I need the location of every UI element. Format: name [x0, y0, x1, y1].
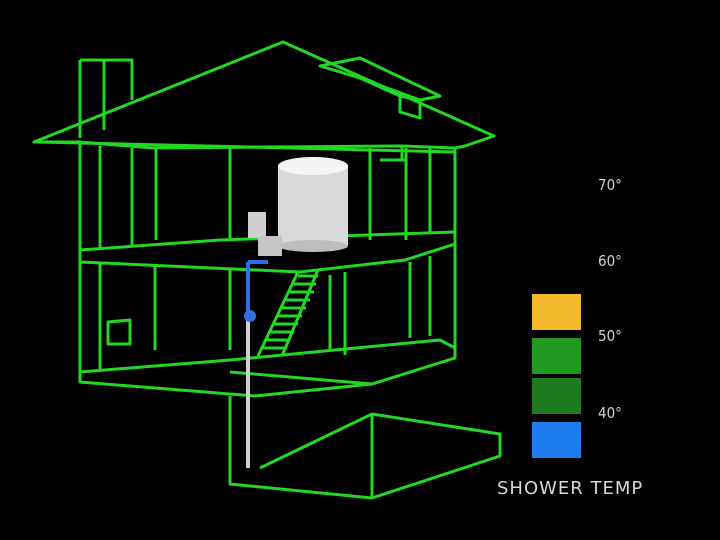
basement	[230, 396, 500, 498]
scale-tick-40: 40°	[598, 404, 622, 422]
temp-swatch-blue	[532, 422, 581, 458]
shower-temp-label: SHOWER TEMP	[497, 478, 643, 499]
chimney	[80, 60, 132, 138]
temp-swatch-darkgreen	[532, 378, 581, 414]
water-heater-tank	[248, 157, 348, 256]
scale-tick-50: 50°	[598, 327, 622, 345]
temp-swatch-yellow	[532, 294, 581, 330]
scale-tick-70: 70°	[598, 176, 622, 194]
temp-swatch-green	[532, 338, 581, 374]
scale-tick-60: 60°	[598, 252, 622, 270]
middle-floor-edge	[230, 372, 372, 384]
stairs	[258, 270, 318, 356]
valve-icon	[244, 310, 256, 322]
